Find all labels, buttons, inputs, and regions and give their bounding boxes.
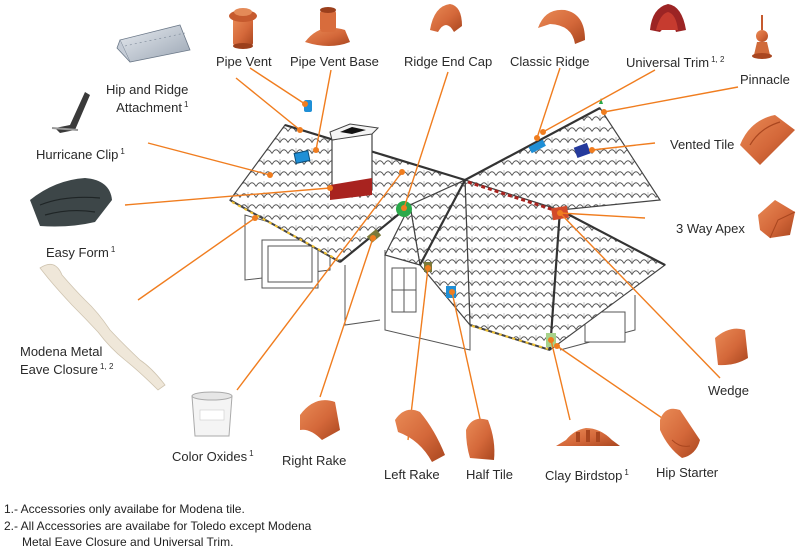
- ridges: [284, 107, 666, 351]
- label-half-tile: Half Tile: [466, 467, 513, 482]
- label-classic-ridge: Classic Ridge: [510, 54, 590, 69]
- label-ridge-end-cap: Ridge End Cap: [404, 54, 493, 69]
- footnote-1: 1.- Accessories only availabe for Modena…: [4, 502, 245, 516]
- hip-ridge-attachment-icon: [116, 24, 191, 63]
- leader-dots: [252, 101, 607, 349]
- hurricane-clip-icon: [51, 92, 90, 133]
- left-rake-icon: [395, 409, 445, 462]
- house-walls: [244, 214, 636, 351]
- label-three-way-apex: 3 Way Apex: [676, 221, 745, 236]
- label-vented-tile: Vented Tile: [670, 137, 735, 152]
- modena-eave-closure-icon: [39, 263, 166, 391]
- ridge-end-cap-icon: [430, 4, 462, 32]
- pinnacle-icon: [752, 15, 772, 59]
- footnote-2-cont: Metal Eave Closure and Universal Trim.: [22, 535, 234, 549]
- label-wedge: Wedge: [708, 383, 749, 398]
- vented-tile-icon: [740, 115, 795, 165]
- label-pipe-vent-base: Pipe Vent Base: [290, 54, 379, 69]
- label-hip-starter: Hip Starter: [656, 465, 719, 480]
- pipe-vent-icon: [229, 8, 257, 49]
- three-way-apex-icon: [758, 200, 796, 239]
- footnote-2: 2.- All Accessories are availabe for Tol…: [4, 519, 312, 533]
- right-rake-icon: [300, 400, 340, 440]
- universal-trim-icon: [650, 4, 686, 32]
- pipe-vent-base-icon: [305, 7, 350, 46]
- label-pinnacle: Pinnacle: [740, 72, 790, 87]
- easy-form-icon: [30, 178, 112, 227]
- eave-trim: [229, 199, 551, 351]
- color-oxides-bucket-icon: [191, 391, 233, 437]
- hip-starter-icon: [660, 408, 700, 458]
- wedge-icon: [715, 328, 748, 366]
- label-right-rake: Right Rake: [282, 453, 347, 468]
- half-tile-icon: [466, 418, 495, 460]
- label-pipe-vent: Pipe Vent: [216, 54, 272, 69]
- classic-ridge-icon: [538, 9, 585, 44]
- label-left-rake: Left Rake: [384, 467, 440, 482]
- clay-birdstop-icon: [556, 428, 620, 446]
- chimney: [329, 123, 380, 200]
- leader-lines: [124, 67, 739, 441]
